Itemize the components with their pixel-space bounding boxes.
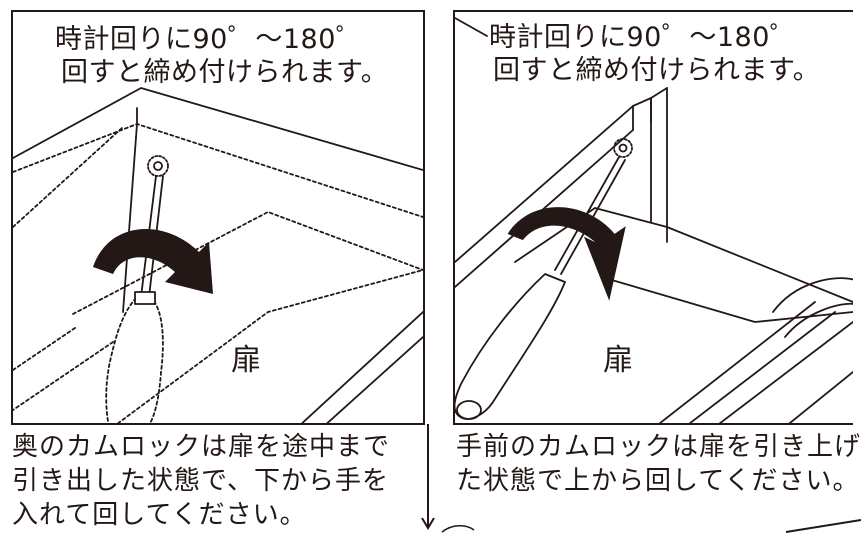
right-instruction-line1: 手前のカムロックは扉を引き上げ xyxy=(456,432,861,462)
door-outline xyxy=(72,211,423,315)
screwdriver-handle xyxy=(455,273,566,420)
front-camlock-illustration xyxy=(455,17,853,423)
left-instruction-line1: 奥のカムロックは扉を途中まで xyxy=(12,432,391,462)
clockwise-arrow-icon xyxy=(507,207,626,301)
back-camlock-illustration xyxy=(13,87,423,423)
caption-leader-line xyxy=(455,17,488,37)
right-caption-line1: 時計回りに90゜～180゜ xyxy=(489,22,798,53)
left-caption-line1: 時計回りに90゜～180゜ xyxy=(55,24,364,55)
right-instruction-line2: た状態で上から回してください。 xyxy=(456,466,860,496)
right-caption-line2: 回すと締め付けられます。 xyxy=(493,55,821,86)
camlock-circle xyxy=(147,155,169,177)
left-instruction-line3: 入れて回してください。 xyxy=(12,500,307,530)
bottom-partial-strokes xyxy=(441,519,861,533)
left-instruction-line2: 引き出した状態で、下から手を xyxy=(12,466,389,496)
down-arrow-icon xyxy=(421,424,435,530)
clockwise-arrow-icon xyxy=(93,229,213,294)
right-door-label: 扉 xyxy=(603,343,633,378)
left-door-label: 扉 xyxy=(231,343,261,378)
cabinet-edge xyxy=(455,105,634,263)
screwdriver-handle xyxy=(105,296,164,423)
camlock-circle xyxy=(613,138,633,158)
cabinet-top-edge xyxy=(13,87,423,171)
right-illustration-panel: 時計回りに90゜～180゜ 回すと締め付けられます。 扉 xyxy=(453,10,853,425)
left-caption-line2: 回すと締め付けられます。 xyxy=(61,57,389,88)
left-illustration-panel: 時計回りに90゜～180゜ 回すと締め付けられます。 扉 xyxy=(11,10,425,425)
